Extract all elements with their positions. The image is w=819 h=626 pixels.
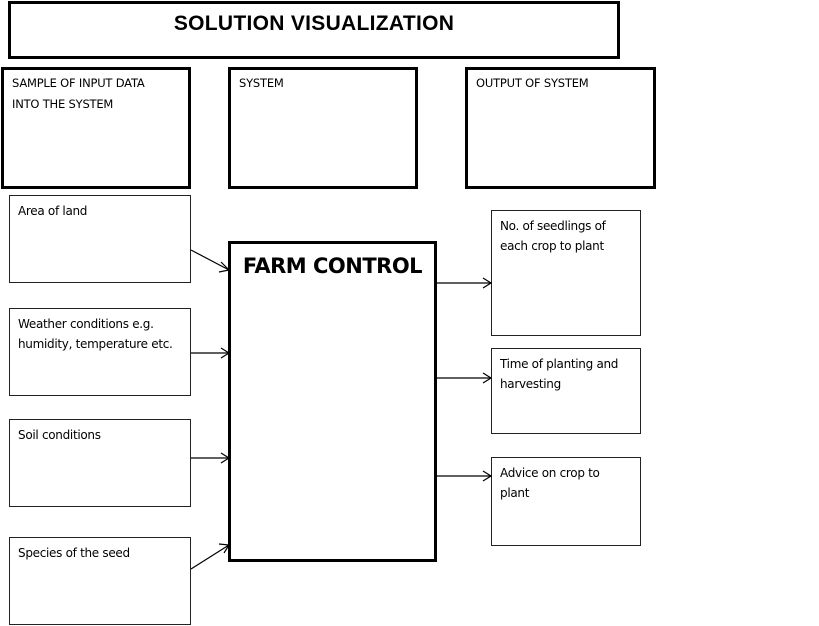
header-input-data: SAMPLE OF INPUT DATA INTO THE SYSTEM: [1, 67, 191, 189]
output-seedlings: No. of seedlings of each crop to plant: [491, 210, 641, 336]
output-label-line2: each crop to plant: [500, 239, 604, 253]
output-label-line2: harvesting: [500, 377, 561, 391]
header-input-line1: SAMPLE OF INPUT DATA: [12, 76, 145, 90]
diagram-title: SOLUTION VISUALIZATION: [173, 12, 455, 35]
input-seed-species: Species of the seed: [9, 537, 191, 625]
arrow-system-to-planting-time: [437, 372, 493, 384]
output-label-line2: plant: [500, 486, 530, 500]
output-label-line1: Time of planting and: [500, 357, 619, 371]
input-label: Area of land: [18, 204, 88, 218]
header-output: OUTPUT OF SYSTEM: [465, 67, 656, 189]
farm-control-system: FARM CONTROL: [228, 241, 437, 562]
system-label: FARM CONTROL: [242, 254, 423, 278]
arrow-weather-to-system: [191, 347, 231, 359]
header-output-label: OUTPUT OF SYSTEM: [476, 76, 589, 90]
title-box: SOLUTION VISUALIZATION: [8, 1, 620, 59]
header-system: SYSTEM: [228, 67, 418, 189]
input-area-of-land: Area of land: [9, 195, 191, 283]
input-label: Soil conditions: [18, 428, 101, 442]
output-label-line1: No. of seedlings of: [500, 219, 606, 233]
header-input-line2: INTO THE SYSTEM: [12, 97, 114, 111]
arrow-system-to-seedlings: [437, 277, 493, 289]
arrow-area-to-system: [190, 249, 231, 273]
input-label: Species of the seed: [18, 546, 130, 560]
header-system-label: SYSTEM: [239, 76, 284, 90]
input-weather-conditions: Weather conditions e.g. humidity, temper…: [9, 308, 191, 396]
output-label-line1: Advice on crop to: [500, 466, 600, 480]
input-label-line1: Weather conditions e.g.: [18, 317, 154, 331]
input-soil-conditions: Soil conditions: [9, 419, 191, 507]
arrow-soil-to-system: [191, 452, 231, 464]
arrow-seed-to-system: [190, 543, 231, 570]
arrow-system-to-crop-advice: [437, 470, 493, 482]
output-crop-advice: Advice on crop to plant: [491, 457, 641, 546]
input-label-line2: humidity, temperature etc.: [18, 337, 173, 351]
output-planting-time: Time of planting and harvesting: [491, 348, 641, 434]
